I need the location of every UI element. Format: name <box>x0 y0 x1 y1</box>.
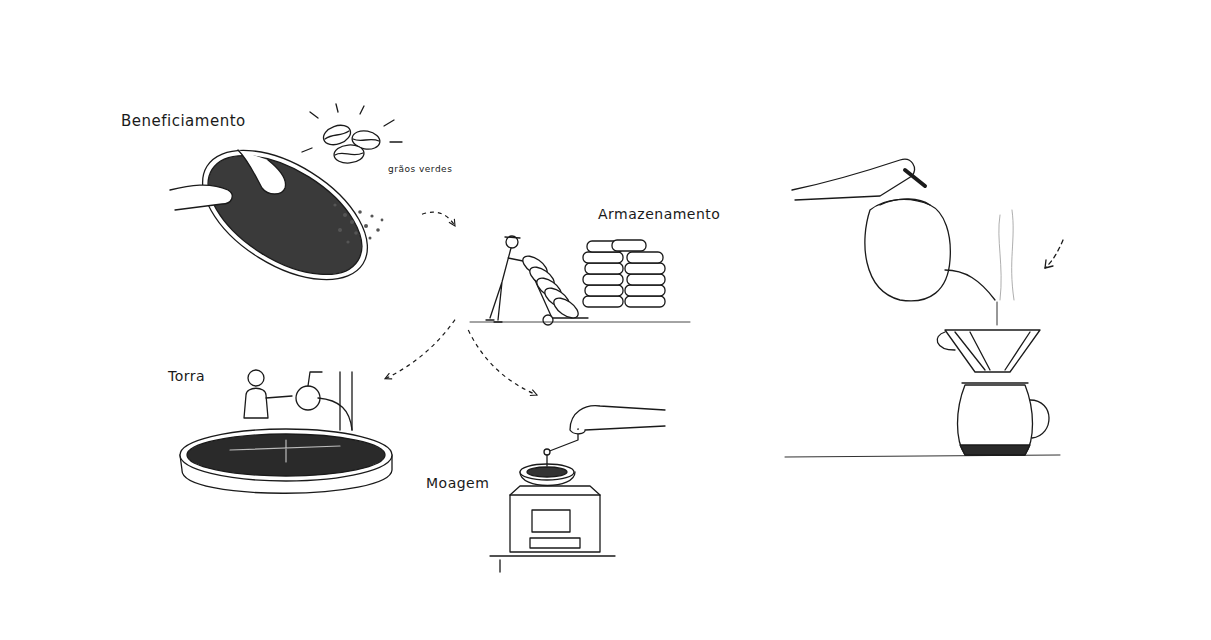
spilled-grain <box>333 203 383 243</box>
stage-group: Beneficiamentogrãos verdes <box>120 108 422 285</box>
dashed-arrow <box>385 320 455 379</box>
dashed-arrow <box>468 330 537 395</box>
right-hand <box>238 150 286 194</box>
sieve-illustration <box>170 124 390 306</box>
stage-group: Armazenamento <box>455 200 720 330</box>
stage-label: Moagem <box>426 475 489 492</box>
sieve-rim <box>180 124 389 306</box>
sieve-grain <box>188 131 382 298</box>
grinder-illustration <box>490 406 665 572</box>
stage-group: Torra <box>160 362 385 502</box>
callout-label: grãos verdes <box>388 164 452 175</box>
storage-illustration <box>470 236 690 325</box>
green-beans <box>302 104 402 164</box>
pour-over-illustration <box>785 159 1063 457</box>
stage-label: Armazenamento <box>598 206 720 223</box>
stage-label: Torra <box>168 368 205 385</box>
dashed-arrow <box>422 212 455 226</box>
stage-group: Moagem <box>420 395 615 578</box>
roasting-illustration <box>180 370 392 493</box>
stage-label: Beneficiamento <box>121 112 246 130</box>
left-hand <box>170 185 232 210</box>
